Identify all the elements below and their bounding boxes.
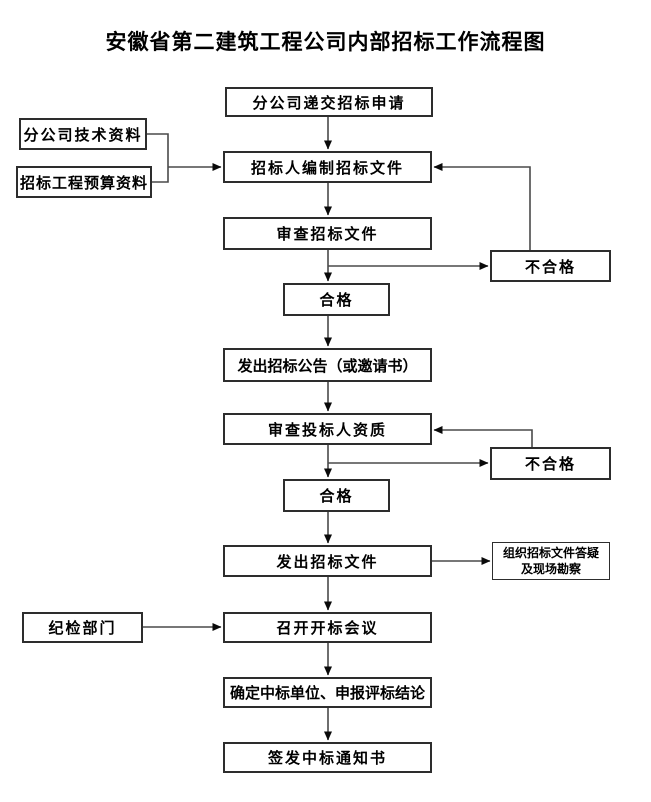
node-issue-award-notice: 签发中标通知书 xyxy=(223,742,432,773)
node-qualified-1: 合格 xyxy=(283,283,390,316)
node-discipline-department: 纪检部门 xyxy=(22,612,143,643)
connector-unqualified1-to-compile xyxy=(433,163,531,250)
node-unqualified-1: 不合格 xyxy=(490,250,611,282)
node-unqualified-2: 不合格 xyxy=(490,447,611,480)
organize-qa-line2: 及现场勘察 xyxy=(520,562,581,576)
node-review-documents: 审查招标文件 xyxy=(223,217,432,250)
node-qualified-2: 合格 xyxy=(283,479,390,512)
page-title: 安徽省第二建筑工程公司内部招标工作流程图 xyxy=(105,30,546,54)
node-issue-announcement: 发出招标公告（或邀请书） xyxy=(223,348,432,382)
connector-inputs-join xyxy=(147,133,169,183)
connector-unqualified2-to-reviewbidder xyxy=(433,426,533,447)
node-determine-winner: 确定中标单位、申报评标结论 xyxy=(223,677,432,708)
organize-qa-line1: 组织招标文件答疑 xyxy=(502,546,599,560)
node-issue-documents: 发出招标文件 xyxy=(223,545,432,577)
node-organize-qa: 组织招标文件答疑 及现场勘察 xyxy=(492,542,610,580)
node-technical-data: 分公司技术资料 xyxy=(19,118,147,150)
node-bid-opening-meeting: 召开开标会议 xyxy=(223,612,432,643)
node-budget-data: 招标工程预算资料 xyxy=(16,166,152,198)
node-submit-application: 分公司递交招标申请 xyxy=(225,87,433,117)
node-review-bidders: 审查投标人资质 xyxy=(223,413,432,445)
node-compile-documents: 招标人编制招标文件 xyxy=(223,151,432,183)
